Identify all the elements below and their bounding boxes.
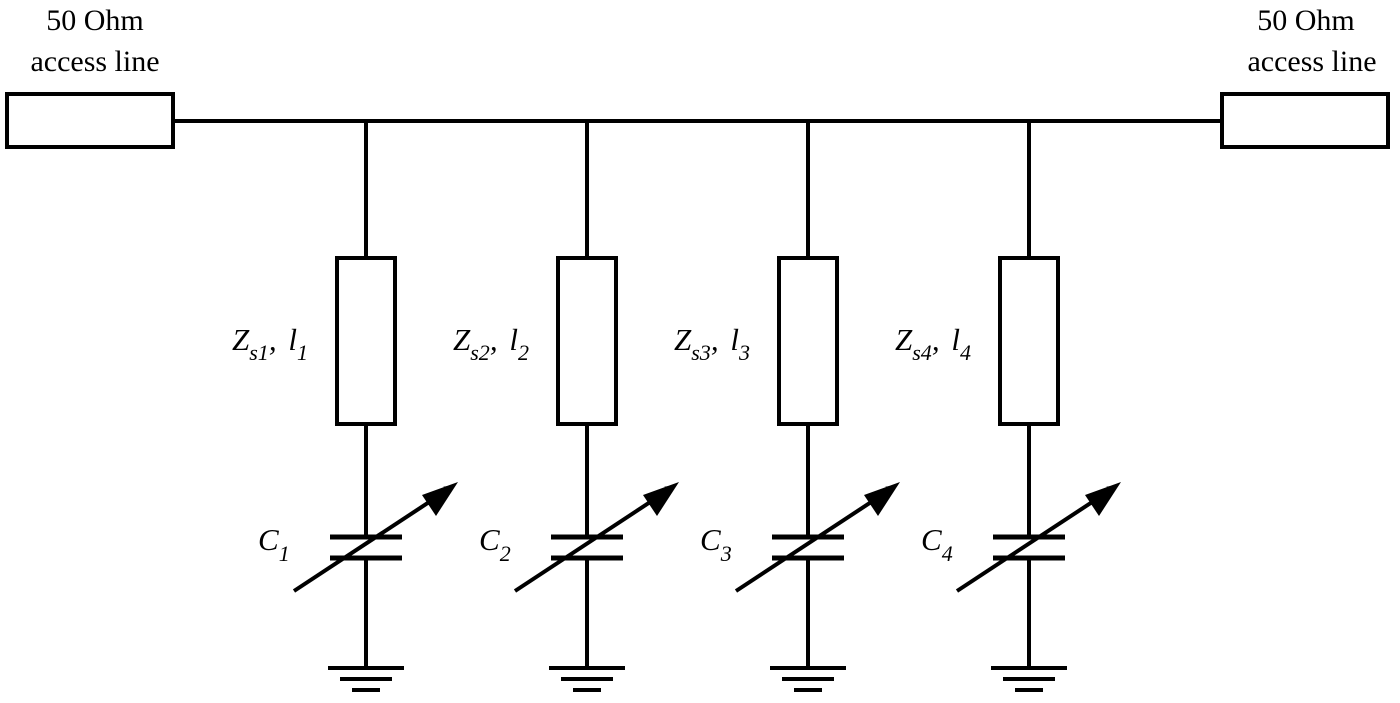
capacitor-label-3: C3 [700, 522, 732, 566]
tuning-arrow-icon [292, 485, 455, 593]
left-access-line: 50 Ohm access line [5, 4, 175, 149]
tuning-arrowhead-icon [643, 482, 679, 516]
ground-symbol-icon [991, 666, 1067, 692]
stub-line-2 [556, 256, 618, 426]
right-port-label-line1: 50 Ohm [1257, 4, 1355, 37]
branch-1: Zs1, l1 C1 [232, 121, 458, 692]
ground-symbol-icon [328, 666, 404, 692]
tuning-arrowhead-icon [422, 482, 458, 516]
tuning-arrowhead-icon [1085, 482, 1121, 516]
stub-line-1 [335, 256, 397, 426]
ground-symbol-icon [549, 666, 625, 692]
tuning-arrowhead-icon [864, 482, 900, 516]
stub-label-2: Zs2, l2 [453, 322, 529, 365]
tuning-arrow-icon [955, 485, 1118, 593]
stub-label-1: Zs1, l1 [232, 322, 308, 365]
stub-label-4: Zs4, l4 [895, 322, 971, 365]
right-access-line-block [1220, 92, 1390, 149]
capacitor-label-2: C2 [479, 522, 511, 566]
branch-4: Zs4, l4 C4 [895, 121, 1121, 692]
capacitor-label-1: C1 [258, 522, 290, 566]
stub-branches: Zs1, l1 C1 Zs2, l2 C2 Zs3, l3 C3 Zs4, l4 C4 [232, 121, 1121, 692]
left-port-label-line2: access line [30, 45, 159, 78]
branch-2: Zs2, l2 C2 [453, 121, 679, 692]
stub-label-3: Zs3, l3 [674, 322, 750, 365]
stub-line-4 [998, 256, 1060, 426]
branch-3: Zs3, l3 C3 [674, 121, 900, 692]
capacitor-label-4: C4 [921, 522, 953, 566]
left-port-label-line1: 50 Ohm [46, 4, 144, 37]
tuning-arrow-icon [734, 485, 897, 593]
left-access-line-block [5, 92, 175, 149]
ground-symbol-icon [770, 666, 846, 692]
stub-line-3 [777, 256, 839, 426]
right-port-label-line2: access line [1247, 45, 1376, 78]
right-access-line: 50 Ohm access line [1220, 4, 1390, 149]
tuning-arrow-icon [513, 485, 676, 593]
